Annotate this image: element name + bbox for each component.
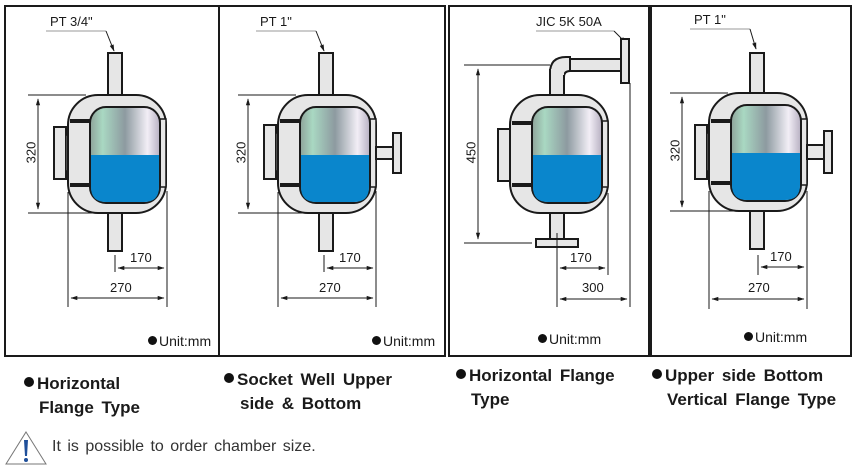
inner-width-dimension: 170: [570, 250, 592, 265]
inner-width-dimension: 170: [130, 250, 152, 265]
outer-width-dimension: 270: [748, 280, 770, 295]
diagram-panel-socket-well: PT 1" 320 170 270 Unit:mm: [218, 5, 446, 357]
bullet-icon: [24, 377, 34, 387]
bullet-icon: [224, 373, 234, 383]
diagram-panel-vertical-flange: PT 1" 320 170 270 Unit:mm: [650, 5, 852, 357]
height-dimension: 320: [667, 139, 683, 162]
unit-label: Unit:mm: [372, 333, 435, 349]
caption-vertical-flange: Upper side Bottom Vertical Flange Type: [652, 364, 836, 412]
connection-label: PT 3/4": [50, 14, 93, 29]
height-dimension: 320: [23, 141, 39, 164]
unit-label: Unit:mm: [538, 331, 601, 347]
inner-width-dimension: 170: [770, 249, 792, 264]
bullet-icon: [456, 369, 466, 379]
note-text: It is possible to order chamber size.: [52, 438, 316, 455]
bullet-icon: [148, 336, 157, 345]
connection-label: PT 1": [694, 12, 726, 27]
height-dimension: 320: [233, 141, 249, 164]
caption-horizontal-flange-jic: Horizontal Flange Type: [456, 364, 615, 412]
tank-drawing: [670, 28, 833, 309]
connection-label: JIC 5K 50A: [536, 14, 602, 29]
tank-drawing: [464, 30, 631, 307]
caption-horizontal-flange: Horizontal Flange Type: [24, 372, 140, 420]
unit-label: Unit:mm: [744, 329, 807, 345]
height-dimension: 450: [463, 141, 479, 164]
warning-icon: [5, 431, 47, 465]
bullet-icon: [372, 336, 381, 345]
outer-width-dimension: 270: [110, 280, 132, 295]
bullet-icon: [652, 369, 662, 379]
unit-label: Unit:mm: [148, 333, 211, 349]
outer-width-dimension: 300: [582, 280, 604, 295]
tank-drawing: [238, 30, 402, 307]
diagram-panel-horizontal-flange-jic: JIC 5K 50A 450 170 300 Unit:mm: [448, 5, 650, 357]
connection-label: PT 1": [260, 14, 292, 29]
bullet-icon: [744, 332, 753, 341]
inner-width-dimension: 170: [339, 250, 361, 265]
tank-drawing: [28, 30, 168, 307]
diagram-panel-horizontal-flange: PT 3/4" 320 170 270 Unit:mm: [4, 5, 220, 357]
bullet-icon: [538, 334, 547, 343]
caption-socket-well: Socket Well Upper side & Bottom: [224, 368, 392, 416]
outer-width-dimension: 270: [319, 280, 341, 295]
